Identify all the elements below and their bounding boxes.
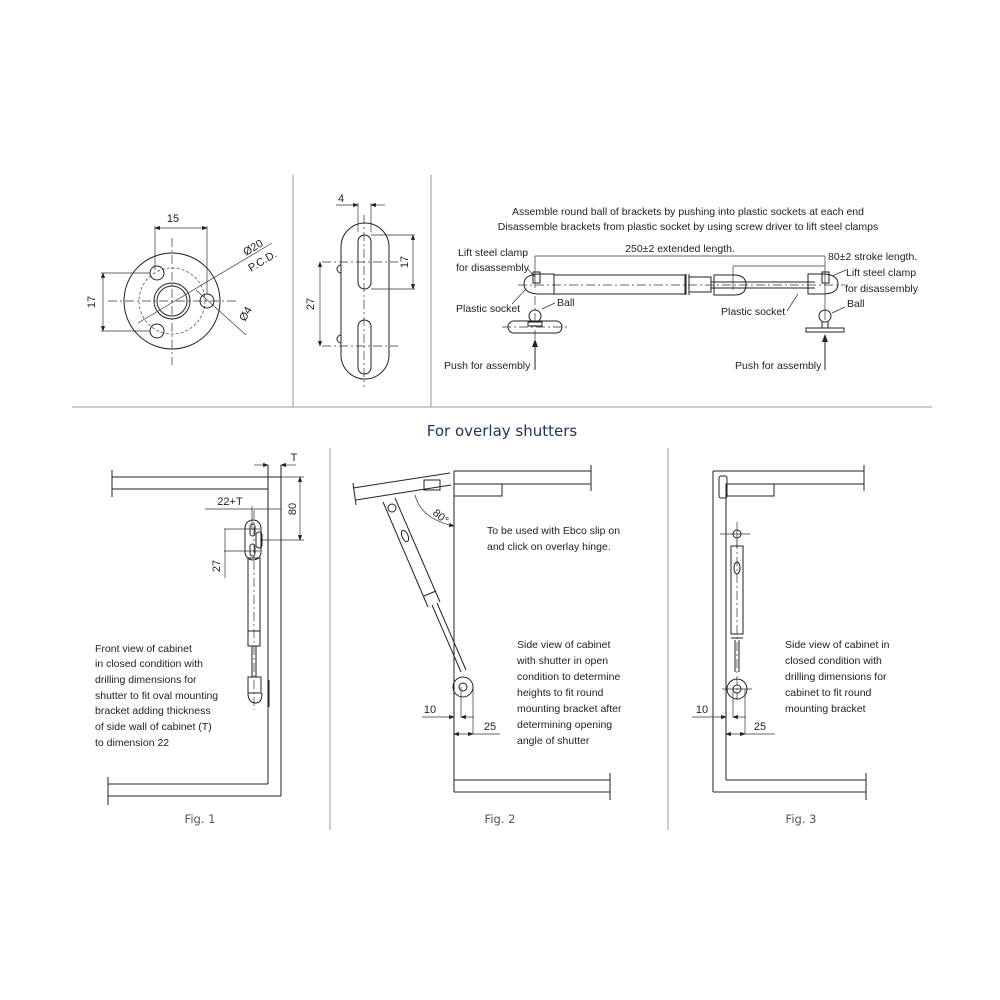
fig1-dim-t: T	[291, 452, 298, 464]
right-clamp-label-2: for disassembly	[845, 283, 919, 295]
dim-4: 4	[338, 193, 344, 205]
svg-text:drilling dimensions for: drilling dimensions for	[785, 671, 887, 683]
fig3-dim-25: 25	[754, 721, 766, 733]
fig3-description: Side view of cabinet in closed condition…	[785, 639, 890, 715]
dim-hole-diameter: Ø4	[237, 305, 255, 324]
oval-bracket-drawing	[317, 202, 416, 387]
svg-text:heights to fit round: heights to fit round	[517, 687, 604, 699]
svg-text:determining opening: determining opening	[517, 719, 612, 731]
svg-text:mounting bracket after: mounting bracket after	[517, 703, 622, 715]
svg-text:closed condition with: closed condition with	[785, 655, 882, 667]
svg-text:shutter to fit oval mounting: shutter to fit oval mounting	[95, 690, 218, 702]
svg-text:cabinet to fit round: cabinet to fit round	[785, 687, 872, 699]
svg-text:in closed condition with: in closed condition with	[95, 658, 203, 670]
svg-text:condition to determine: condition to determine	[517, 671, 620, 683]
fig3-caption: Fig. 3	[786, 812, 817, 826]
svg-text:with shutter in open: with shutter in open	[516, 655, 608, 667]
section-heading: For overlay shutters	[427, 422, 578, 440]
fig1-description: Front view of cabinet in closed conditio…	[95, 643, 218, 749]
stroke-length-label: 80±2 stroke length.	[828, 251, 917, 263]
svg-text:angle of shutter: angle of shutter	[517, 735, 590, 747]
svg-text:To be used with Ebco slip on: To be used with Ebco slip on	[487, 525, 620, 537]
left-ball-label: Ball	[557, 297, 575, 309]
fig1-dim-27: 27	[211, 560, 223, 572]
svg-text:Side view of cabinet: Side view of cabinet	[517, 639, 610, 651]
fig3-dim-10: 10	[696, 704, 708, 716]
fig2-note: To be used with Ebco slip on and click o…	[487, 525, 620, 553]
right-push-label: Push for assembly	[735, 360, 822, 372]
fig2-drawing	[352, 465, 611, 800]
svg-text:Front view of cabinet: Front view of cabinet	[95, 643, 192, 655]
instruction-disassemble: Disassemble brackets from plastic socket…	[498, 221, 878, 233]
right-clamp-label-1: Lift steel clamp	[846, 267, 916, 279]
fig2-dim-25: 25	[484, 721, 496, 733]
fig2-description: Side view of cabinet with shutter in ope…	[516, 639, 622, 747]
fig2-dim-10: 10	[424, 704, 436, 716]
svg-text:to dimension 22: to dimension 22	[95, 737, 169, 749]
svg-text:bracket adding thickness: bracket adding thickness	[95, 705, 211, 717]
right-socket-label: Plastic socket	[721, 306, 785, 318]
left-clamp-label-2: for disassembly	[456, 262, 530, 274]
svg-text:of side wall of cabinet (T): of side wall of cabinet (T)	[95, 721, 212, 733]
dim-27-pitch: 27	[305, 298, 317, 310]
extended-length-label: 250±2 extended length.	[625, 243, 735, 255]
fig1-dim-80: 80	[287, 503, 299, 515]
fig1-dim-22t: 22+T	[217, 496, 243, 508]
gas-strut-drawing	[502, 255, 847, 370]
fig2-caption: Fig. 2	[485, 812, 516, 826]
left-clamp-label-1: Lift steel clamp	[458, 247, 528, 259]
fig1-drawing	[107, 462, 304, 805]
separators	[72, 175, 932, 830]
fig1-caption: Fig. 1	[185, 812, 216, 826]
left-socket-label: Plastic socket	[456, 303, 520, 315]
right-ball-label: Ball	[847, 298, 865, 310]
svg-text:drilling dimensions for: drilling dimensions for	[95, 674, 197, 686]
instruction-assemble: Assemble round ball of brackets by pushi…	[512, 206, 864, 218]
svg-text:mounting bracket: mounting bracket	[785, 703, 866, 715]
dim-15: 15	[167, 213, 179, 225]
dim-17-slot: 17	[399, 256, 411, 268]
round-bracket-drawing	[100, 225, 273, 365]
svg-text:and click on overlay hinge.: and click on overlay hinge.	[487, 541, 611, 553]
fig3-drawing	[692, 465, 867, 800]
left-push-label: Push for assembly	[444, 360, 531, 372]
dim-17: 17	[86, 296, 98, 308]
svg-text:Side view of cabinet in: Side view of cabinet in	[785, 639, 890, 651]
